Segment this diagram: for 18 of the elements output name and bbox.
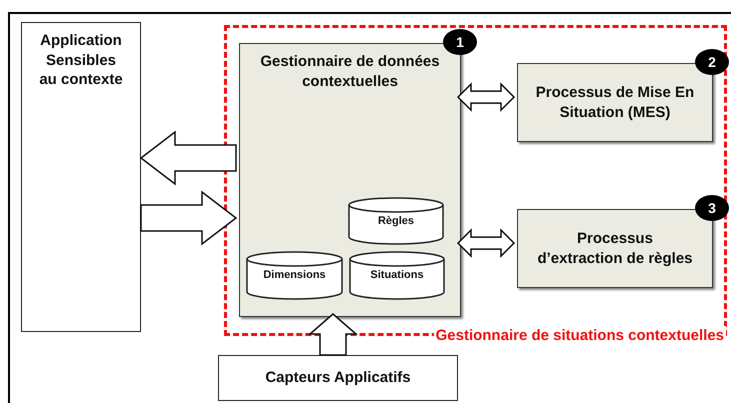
node-label: Application Sensibles au contexte [38, 31, 124, 90]
number-badge: 1 [443, 29, 477, 55]
node-label: Processus de Mise En Situation (MES) [534, 83, 696, 122]
block-arrow [140, 130, 237, 186]
node-label: Règles [378, 214, 414, 228]
node-label: Situations [370, 268, 424, 282]
node-label: Gestionnaire de données contextuelles [259, 52, 441, 91]
block-arrow [308, 313, 358, 356]
block-arrow [456, 82, 516, 112]
node-label: Capteurs Applicatifs [264, 368, 412, 388]
node-label: Dimensions [263, 268, 326, 282]
number-badge: 2 [695, 49, 729, 75]
node-label: Processus d’extraction de règles [536, 229, 694, 268]
process-box [218, 355, 458, 401]
process-box [21, 22, 141, 332]
block-arrow [140, 190, 238, 246]
block-arrow [456, 228, 516, 258]
number-badge: 3 [695, 195, 729, 221]
